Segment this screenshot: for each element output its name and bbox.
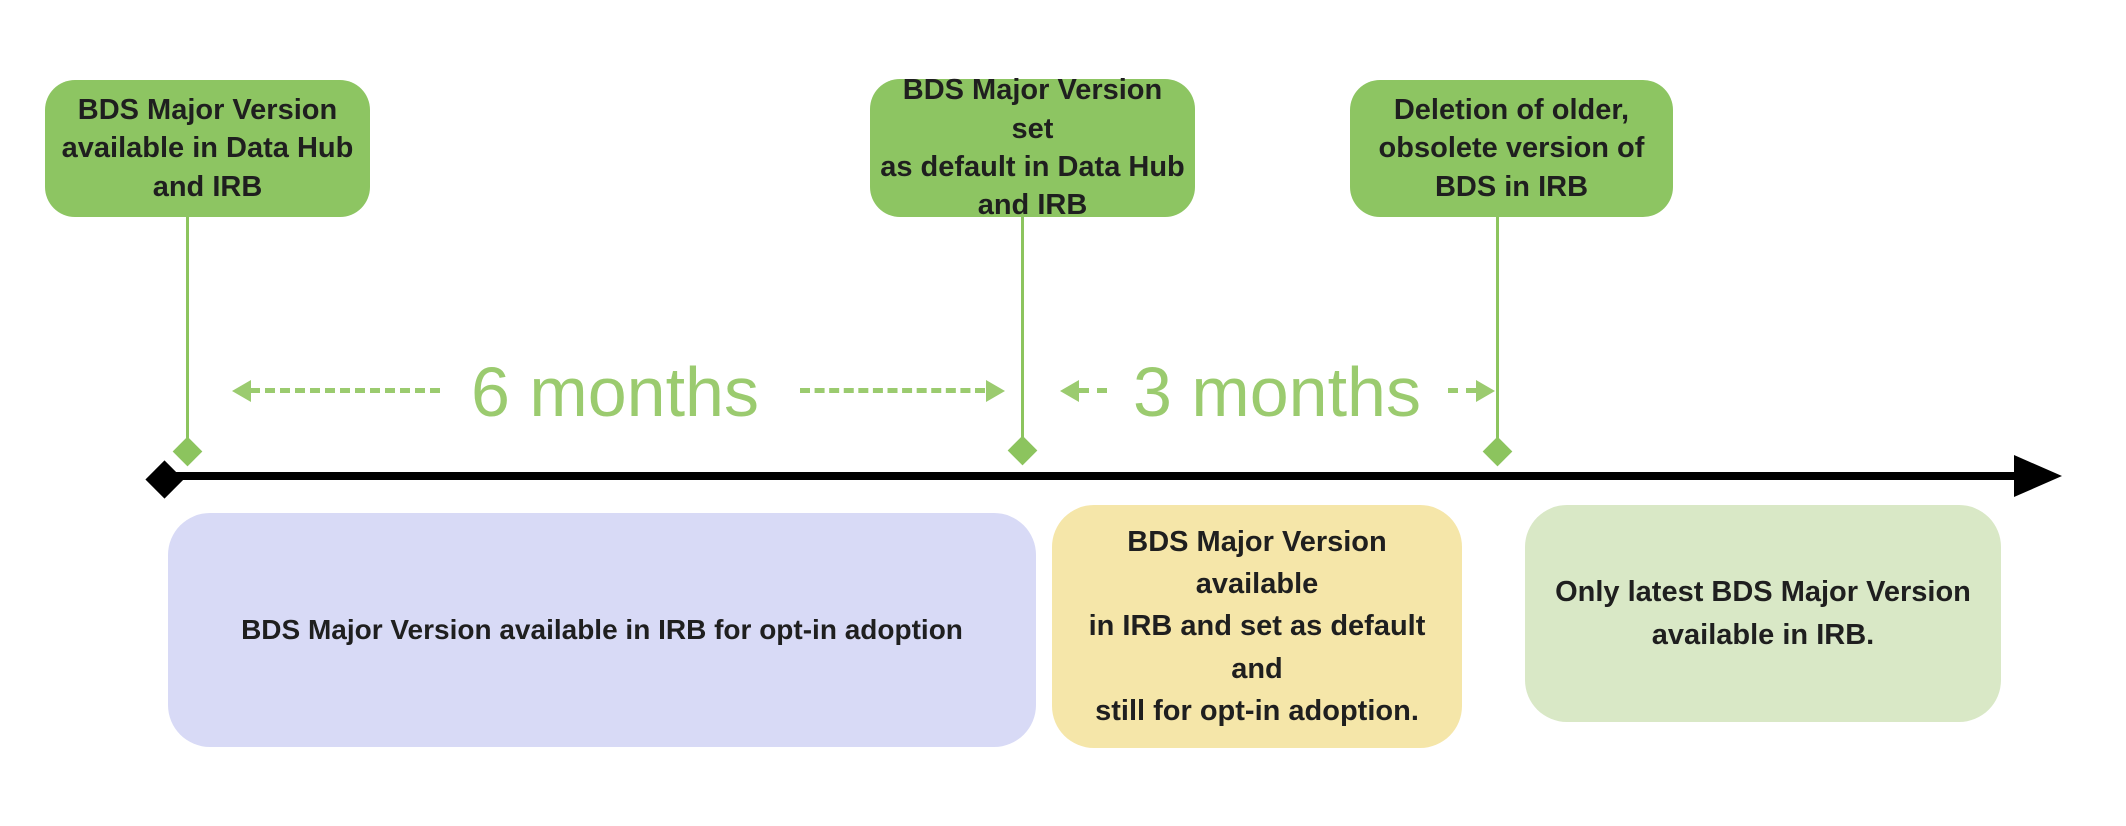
- dashed-line: [1079, 388, 1107, 393]
- dashed-line: [250, 388, 440, 393]
- timeline-arrowhead-icon: [2014, 455, 2062, 497]
- phase-box-default: BDS Major Version available in IRB and s…: [1052, 505, 1462, 748]
- phase-label-2: BDS Major Version available in IRB and s…: [1088, 526, 1426, 727]
- dashed-arrowhead-right-icon: [1476, 380, 1495, 402]
- milestone-diamond-marker-1: [172, 436, 203, 467]
- milestone-label-3: Deletion of older, obsolete version of B…: [1378, 94, 1645, 203]
- phase-label-1: BDS Major Version available in IRB for o…: [241, 613, 963, 645]
- interval-label-3-months: 3 months: [1133, 353, 1421, 431]
- milestone-connector-1: [186, 217, 189, 441]
- phase-box-latest-only: Only latest BDS Major Version available …: [1525, 505, 2001, 722]
- milestone-callout-3: Deletion of older, obsolete version of B…: [1350, 80, 1673, 217]
- milestone-connector-2: [1021, 217, 1024, 441]
- milestone-callout-2: BDS Major Version set as default in Data…: [870, 74, 1195, 221]
- milestone-connector-3: [1496, 217, 1499, 441]
- dashed-line: [1448, 388, 1476, 393]
- dashed-arrowhead-right-icon: [986, 380, 1005, 402]
- phase-box-opt-in: BDS Major Version available in IRB for o…: [168, 513, 1036, 747]
- milestone-label-2: BDS Major Version set as default in Data…: [880, 74, 1185, 222]
- phase-label-3: Only latest BDS Major Version available …: [1555, 576, 1971, 651]
- milestone-callout-1: BDS Major Version available in Data Hub …: [45, 80, 370, 217]
- milestone-diamond-marker-2: [1007, 435, 1038, 466]
- interval-label-6-months: 6 months: [471, 353, 759, 431]
- dashed-arrowhead-left-icon: [232, 380, 251, 402]
- dashed-line: [800, 388, 985, 393]
- timeline-axis: [163, 472, 2020, 480]
- milestone-label-1: BDS Major Version available in Data Hub …: [61, 94, 354, 203]
- dashed-arrowhead-left-icon: [1060, 380, 1079, 402]
- milestone-diamond-marker-3: [1482, 436, 1513, 467]
